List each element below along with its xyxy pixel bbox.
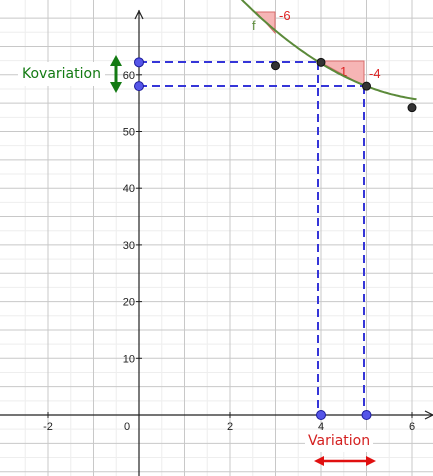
y-tick-label: 10 (123, 353, 135, 365)
x-tick-label: 2 (227, 421, 233, 433)
projection-point[interactable] (134, 81, 144, 92)
y-tick-label: 20 (123, 297, 135, 309)
x-axis-arrow-icon (424, 410, 433, 420)
curve-point[interactable] (362, 81, 371, 91)
y-tick-label: 40 (123, 183, 135, 195)
y-tick-label: 60 (123, 70, 135, 82)
projection-point[interactable] (361, 410, 372, 420)
curve-point[interactable] (271, 61, 280, 71)
projection-point[interactable] (134, 57, 144, 68)
x-tick-label: 4 (318, 421, 324, 433)
projection-point[interactable] (316, 410, 326, 420)
y-tick-label: 30 (123, 240, 135, 252)
kovariation-arrow (110, 55, 122, 93)
tick-labels: -2 0 2 4 6 10 20 30 40 50 60 (43, 70, 415, 433)
slope-triangle-lower: 1 -4 (317, 60, 381, 87)
curve-point[interactable] (316, 57, 326, 67)
function-curve[interactable] (207, 0, 417, 101)
function-name-label: f (252, 18, 256, 33)
y-axis-arrow-icon (134, 9, 144, 20)
kovariation-label: Kovariation (18, 62, 105, 86)
y-tick-label: 50 (123, 127, 135, 139)
x-tick-label: -2 (43, 421, 53, 433)
slope-rise-label-upper: -6 (279, 8, 291, 23)
slope-rise-label-lower: -4 (369, 66, 381, 81)
projection-lines (139, 61, 365, 415)
x-tick-label: 0 (124, 421, 130, 433)
x-tick-label: 6 (409, 421, 415, 433)
curve-point[interactable] (407, 103, 417, 113)
variation-arrow (314, 456, 376, 466)
slope-run-label-lower: 1 (340, 64, 347, 79)
projection-points[interactable] (134, 57, 372, 420)
variation-label: Variation (305, 430, 374, 452)
curve-points[interactable] (271, 57, 417, 113)
